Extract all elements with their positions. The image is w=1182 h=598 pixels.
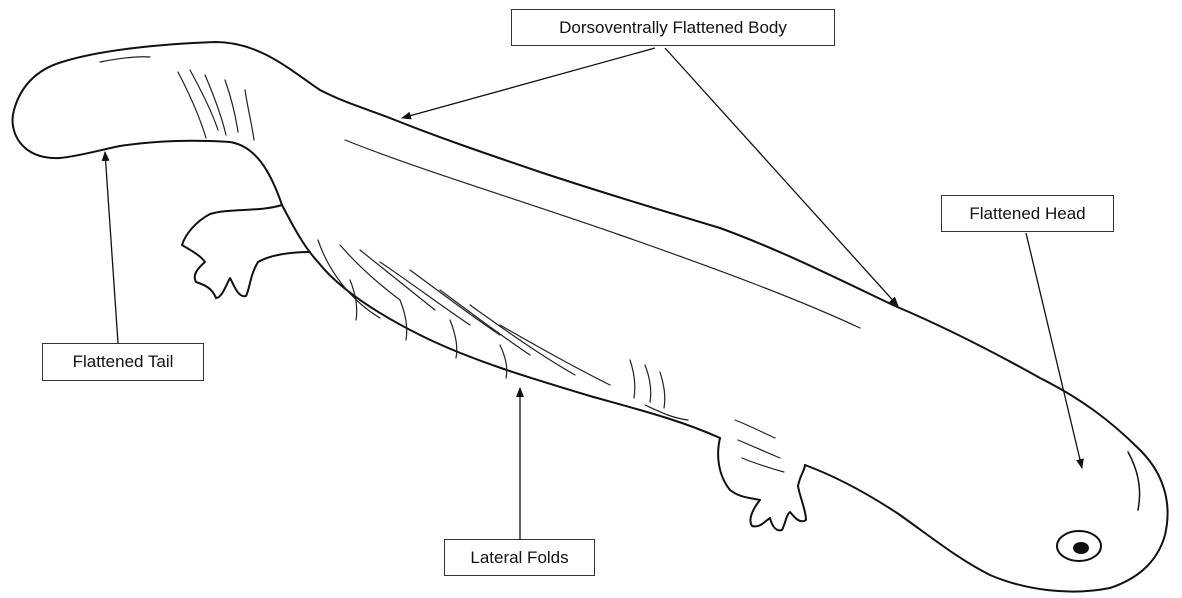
pointer-arrows <box>105 48 1082 539</box>
ventral-outline <box>282 205 720 438</box>
skin-details <box>100 57 860 472</box>
dorsal-outline <box>13 42 1168 592</box>
label-lateral-folds: Lateral Folds <box>444 539 595 576</box>
label-flattened-head: Flattened Head <box>941 195 1114 232</box>
arrow-body-to-back <box>402 48 655 118</box>
label-flattened-tail: Flattened Tail <box>42 343 204 381</box>
front-leg <box>718 438 806 530</box>
arrow-head <box>1026 233 1082 468</box>
arrow-tail <box>105 152 118 343</box>
tail-underside <box>60 141 282 205</box>
hind-leg <box>182 205 310 298</box>
arrow-body-to-side <box>665 48 898 306</box>
label-dorsoventrally-flattened-body: Dorsoventrally Flattened Body <box>511 9 835 46</box>
salamander-drawing <box>13 42 1168 592</box>
eye-pupil <box>1074 543 1088 553</box>
head-crease <box>1128 452 1140 510</box>
